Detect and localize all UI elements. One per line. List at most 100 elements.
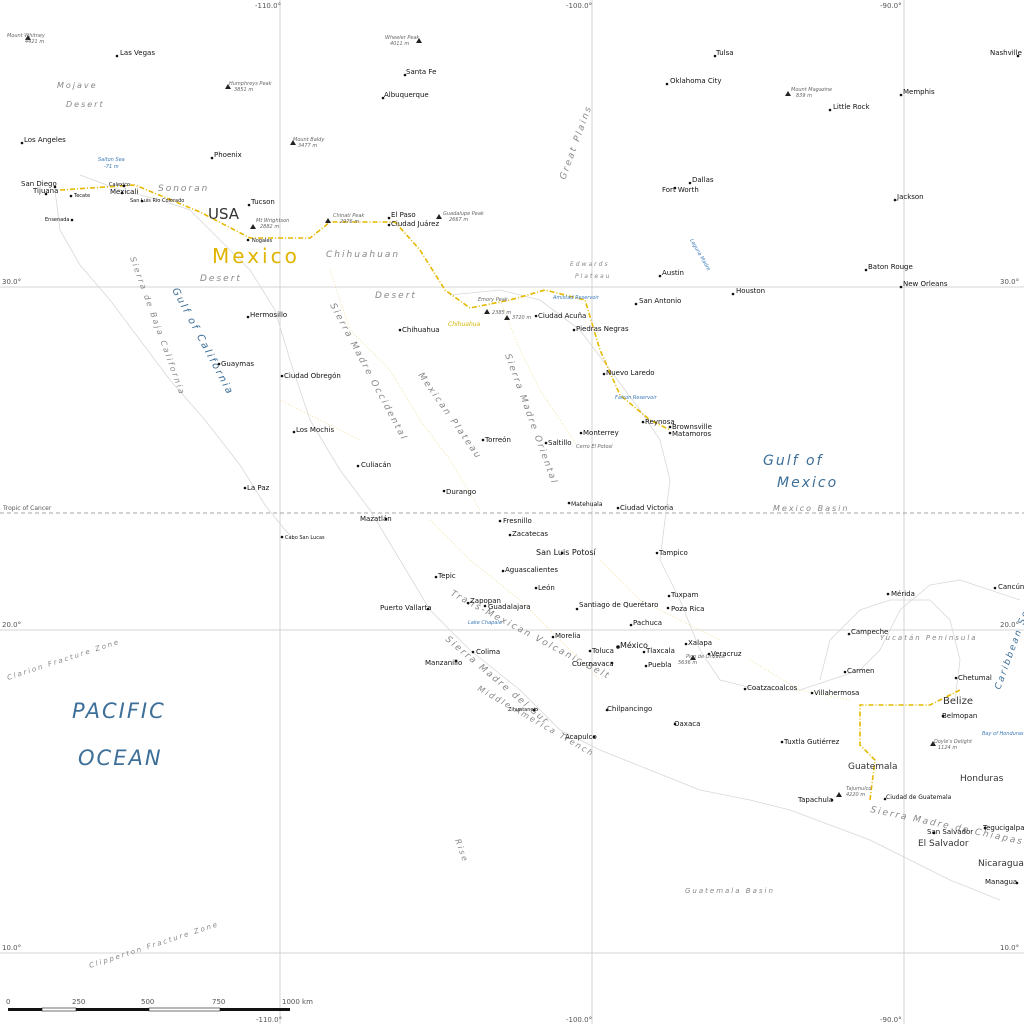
- svg-text:Tajumulco: Tajumulco: [846, 786, 871, 792]
- svg-text:Mount Baldy: Mount Baldy: [293, 137, 325, 143]
- coord-bottom-3: -90.0°: [880, 1016, 902, 1024]
- city-morelia: Morelia: [551, 632, 581, 640]
- country-usa: USA: [208, 205, 240, 223]
- falcon-label: Falcon Reservoir: [615, 395, 658, 401]
- city-san-salvador: San Salvador: [927, 828, 973, 836]
- svg-text:Nashville: Nashville: [990, 49, 1022, 57]
- svg-text:Fort Worth: Fort Worth: [662, 186, 699, 194]
- city-cancun: Cancún: [993, 583, 1024, 591]
- svg-text:Las Vegas: Las Vegas: [120, 49, 155, 57]
- city-tepic: Tepic: [434, 572, 456, 580]
- svg-text:México: México: [620, 640, 648, 650]
- svg-text:Mt Wrightson: Mt Wrightson: [256, 218, 289, 224]
- svg-text:Nuevo Laredo: Nuevo Laredo: [606, 369, 655, 377]
- svg-text:Tuxtla Gutiérrez: Tuxtla Gutiérrez: [783, 738, 840, 746]
- city-managua: Managua: [985, 878, 1019, 886]
- city-xalapa: Xalapa: [684, 639, 712, 647]
- city-ciudad-acuna: Ciudad Acuña: [534, 312, 586, 320]
- svg-text:Carmen: Carmen: [847, 667, 875, 675]
- svg-text:Tapachula: Tapachula: [797, 796, 833, 804]
- svg-text:San Antonio: San Antonio: [639, 297, 681, 305]
- svg-text:Cerro El Potosí: Cerro El Potosí: [576, 443, 613, 450]
- bay-honduras-label: Bay of Honduras: [982, 731, 1024, 737]
- chihuahuan-label-2: Desert: [375, 291, 417, 301]
- svg-text:Hermosillo: Hermosillo: [250, 311, 287, 319]
- city-santa-fe: Santa Fe: [403, 68, 436, 77]
- city-carmen: Carmen: [843, 667, 875, 675]
- svg-text:Santa Fe: Santa Fe: [406, 68, 436, 76]
- svg-text:Mount Magazine: Mount Magazine: [791, 87, 832, 93]
- svg-text:Mount Whitney: Mount Whitney: [7, 33, 46, 39]
- city-fort-worth: Fort Worth: [662, 186, 699, 194]
- clipperton-label: Clipperton Fracture Zone: [88, 920, 220, 970]
- coord-right-3: 10.0°: [1000, 944, 1019, 952]
- svg-text:Manzanillo: Manzanillo: [425, 659, 462, 667]
- scale-label-750: 750: [212, 998, 225, 1006]
- rise-label: Rise: [453, 838, 470, 864]
- svg-text:Santiago de Querétaro: Santiago de Querétaro: [579, 601, 658, 609]
- city-chetumal: Chetumal: [954, 674, 992, 682]
- city-veracruz: Veracruz: [707, 650, 742, 658]
- city-zapopan: Zapopan: [466, 597, 501, 605]
- city-jackson: Jackson: [893, 193, 924, 202]
- svg-text:2882 m: 2882 m: [260, 224, 279, 230]
- svg-text:Little Rock: Little Rock: [833, 103, 870, 111]
- gulf-mexico-label-1: Gulf of: [763, 453, 824, 469]
- svg-text:Nogales: Nogales: [252, 238, 273, 244]
- edwards-label-2: Plateau: [575, 273, 612, 280]
- coord-left-1: 30.0°: [2, 278, 21, 286]
- city-puebla: Puebla: [644, 661, 672, 669]
- mexican-plateau-label: Mexican Plateau: [416, 371, 484, 462]
- coord-right-2: 20.0°: [1000, 621, 1019, 629]
- coord-top-3: -90.0°: [880, 2, 902, 10]
- country-honduras: Honduras: [960, 774, 1004, 784]
- chihuahuan-label-1: Chihuahuan: [326, 250, 400, 260]
- sonoran-label-1: Sonoran: [158, 184, 209, 194]
- svg-text:Piedras Negras: Piedras Negras: [576, 325, 629, 333]
- city-houston: Houston: [731, 287, 765, 296]
- svg-text:Monterrey: Monterrey: [583, 429, 619, 437]
- country-belize: Belize: [943, 696, 973, 707]
- city-tampico: Tampico: [655, 549, 688, 557]
- city-nogales: Nogales: [246, 238, 273, 244]
- city-baton-rouge: Baton Rouge: [864, 263, 913, 272]
- svg-text:5636 m: 5636 m: [678, 660, 697, 666]
- baja-label: Sierra de Baja California: [128, 256, 187, 397]
- svg-text:San Luis Potosí: San Luis Potosí: [536, 548, 597, 557]
- mojave-label-1: Mojave: [57, 81, 98, 90]
- city-oklahoma-city: Oklahoma City: [665, 77, 722, 86]
- city-saltillo: Saltillo: [544, 439, 572, 447]
- city-nashville: Nashville: [990, 49, 1022, 58]
- svg-text:Ensenada: Ensenada: [45, 217, 69, 223]
- city-el-paso: El Paso: [387, 211, 416, 220]
- svg-text:Matehuala: Matehuala: [571, 501, 603, 508]
- city-durango: Durango: [442, 488, 476, 496]
- city-tecate: Tecate: [69, 193, 90, 199]
- svg-text:Chinati Peak: Chinati Peak: [333, 213, 365, 219]
- svg-text:4220 m: 4220 m: [846, 792, 865, 798]
- city-san-diego: San Diego: [21, 180, 57, 189]
- svg-text:Cancún: Cancún: [998, 583, 1024, 591]
- svg-text:Ciudad Victoria: Ciudad Victoria: [620, 504, 673, 512]
- city-tapachula: Tapachula: [797, 796, 834, 804]
- city-calexico: Calexico: [109, 182, 130, 188]
- city-new-orleans: New Orleans: [899, 280, 948, 289]
- svg-text:Aguascalientes: Aguascalientes: [505, 566, 558, 574]
- city-mazatlan: Mazatlán: [360, 515, 392, 523]
- city-los-mochis: Los Mochis: [292, 426, 334, 434]
- svg-text:La Paz: La Paz: [247, 484, 270, 492]
- svg-text:Pico de Orizaba: Pico de Orizaba: [686, 654, 725, 660]
- city-monterrey: Monterrey: [579, 429, 619, 437]
- svg-text:Tlaxcala: Tlaxcala: [645, 647, 675, 655]
- svg-text:Campeche: Campeche: [851, 628, 888, 636]
